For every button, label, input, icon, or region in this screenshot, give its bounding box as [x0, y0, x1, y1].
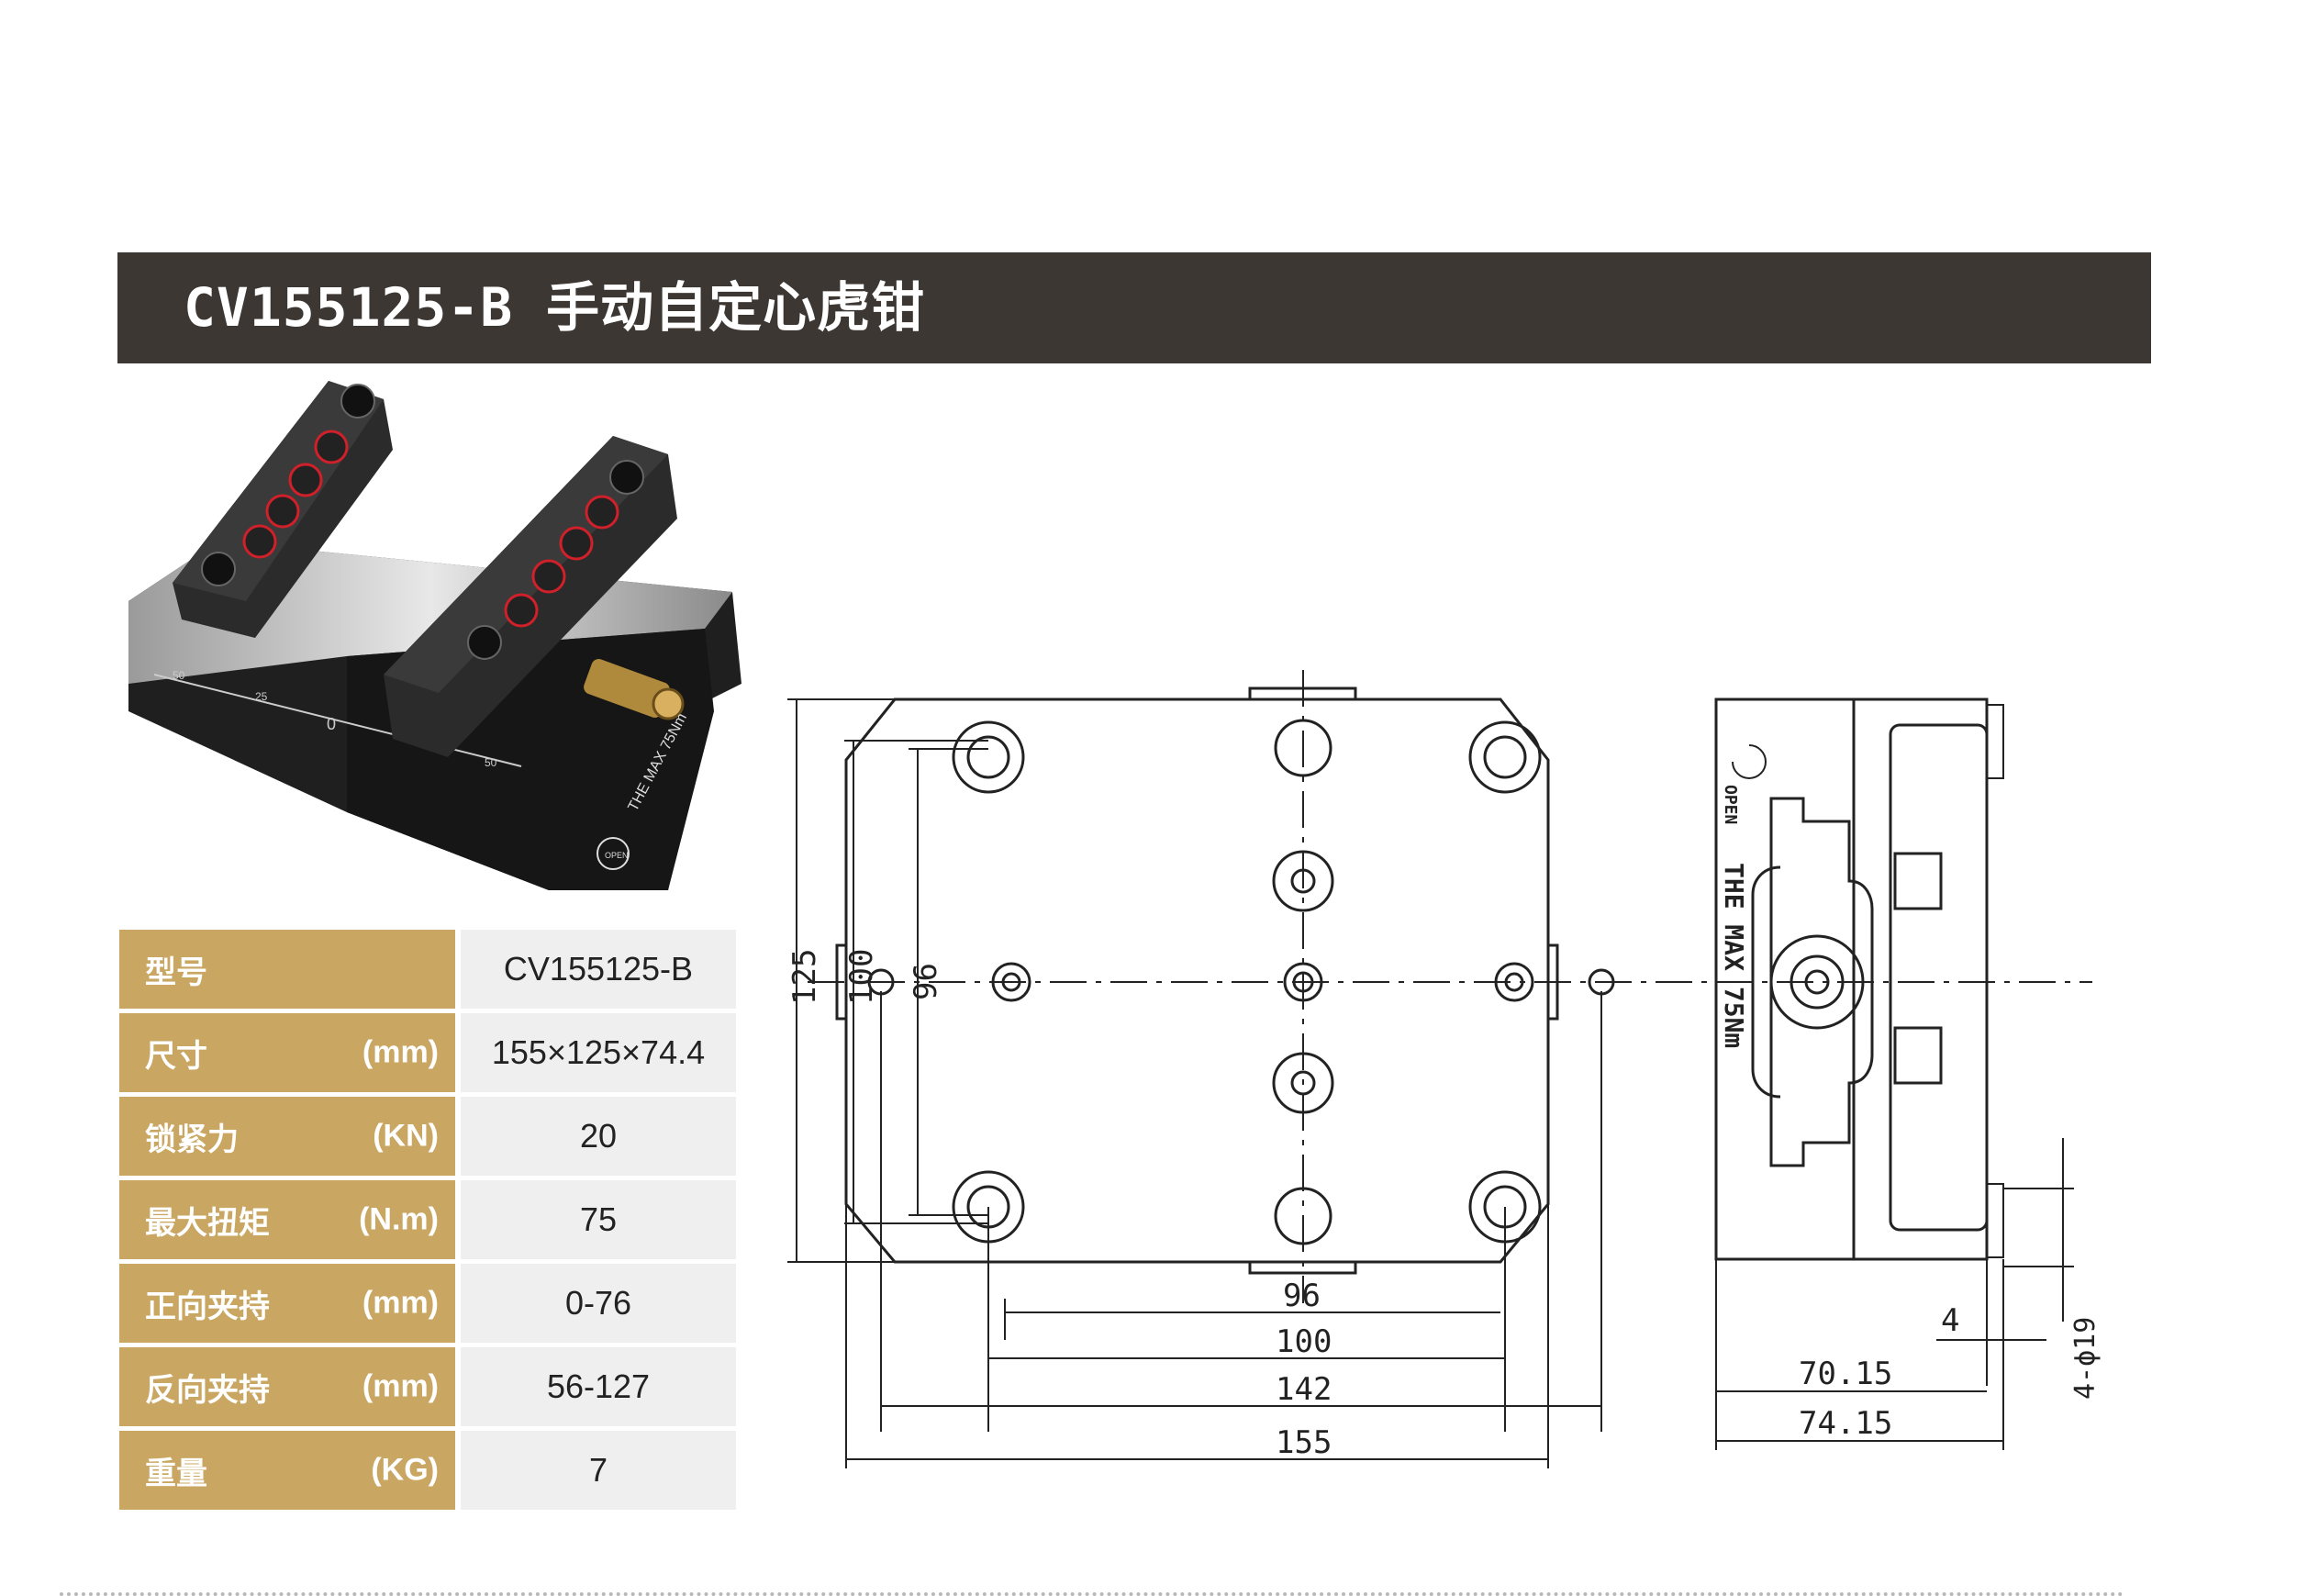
dim-label: 70.15 — [1799, 1356, 1892, 1392]
corner-holes — [952, 720, 1542, 1244]
open-mark: OPEN — [1721, 785, 1740, 824]
horizontal-dimension-lines — [845, 991, 1602, 1468]
spec-label: 重量 — [145, 1456, 207, 1491]
spec-value: 7 — [455, 1431, 736, 1510]
spec-label: 锁紧力 — [145, 1122, 239, 1157]
jaw-screws — [201, 384, 644, 660]
spec-unit: (mm) — [362, 1368, 439, 1404]
spec-label: 最大扭矩 — [145, 1205, 270, 1241]
side-dimension-lines — [1715, 1138, 2074, 1450]
spec-row: 型号 CV155125-B — [119, 930, 736, 1009]
spec-unit: (mm) — [362, 1034, 439, 1070]
spec-row: 反向夹持 (mm) 56-127 — [119, 1347, 736, 1426]
spec-value: 155×125×74.4 — [455, 1013, 736, 1092]
spec-label: 型号 — [145, 954, 207, 990]
page-title: CV155125-B 手动自定心虎钳 — [184, 276, 926, 339]
product-photo: 50 25 0 25 50 THE MAX 75Nm OPEN — [128, 381, 741, 890]
scale-tick: 50 — [485, 756, 497, 769]
dim-label: 96 — [1283, 1278, 1321, 1314]
spec-unit: (mm) — [362, 1285, 439, 1321]
brass-adjuster — [584, 659, 685, 720]
center-holes — [867, 719, 1615, 1245]
spec-row: 尺寸 (mm) 155×125×74.4 — [119, 1013, 736, 1092]
dim-label: 155 — [1276, 1424, 1332, 1461]
dim-label: 125 — [786, 949, 823, 1005]
scale-tick: 25 — [255, 690, 268, 703]
open-mark: OPEN — [605, 851, 629, 860]
engraving-text: THE MAX 75Nm — [1719, 863, 1749, 1048]
dim-label: 96 — [908, 963, 944, 1000]
spec-unit: (KN) — [373, 1118, 439, 1154]
spec-table: 型号 CV155125-B 尺寸 (mm) 155×125×74.4 锁紧力 (KN… — [119, 925, 736, 1514]
spec-unit: (N.m) — [359, 1201, 439, 1237]
top-view-outline — [844, 698, 1550, 1264]
footer-divider — [60, 1592, 2124, 1596]
spec-value: 0-76 — [455, 1264, 736, 1343]
spec-value: 56-127 — [455, 1347, 736, 1426]
spec-value: 75 — [455, 1180, 736, 1259]
vertical-dimension-lines — [787, 698, 988, 1263]
spec-row: 正向夹持 (mm) 0-76 — [119, 1264, 736, 1343]
spec-row: 最大扭矩 (N.m) 75 — [119, 1180, 736, 1259]
title-bar: CV155125-B 手动自定心虎钳 — [117, 252, 2151, 363]
scale-tick: 0 — [327, 715, 336, 733]
dim-label: 4 — [1941, 1302, 1959, 1339]
spec-value: 20 — [455, 1097, 736, 1176]
red-rings — [242, 430, 619, 628]
dim-label: 100 — [843, 949, 880, 1005]
spec-row: 重量 (KG) 7 — [119, 1431, 736, 1510]
dim-label: 142 — [1276, 1371, 1332, 1408]
spec-value: CV155125-B — [455, 930, 736, 1009]
spec-label: 正向夹持 — [145, 1289, 270, 1324]
top-view: 125 100 96 96 100 142 155 — [786, 670, 2092, 1468]
spec-row: 锁紧力 (KN) 20 — [119, 1097, 736, 1176]
dim-label: 4-ϕ19 — [2069, 1317, 2102, 1400]
side-view-slot — [1769, 797, 1874, 1167]
spec-label: 反向夹持 — [145, 1372, 270, 1408]
dim-label: 100 — [1276, 1323, 1332, 1360]
spec-unit: (KG) — [371, 1452, 439, 1488]
scale-tick: 50 — [173, 669, 185, 682]
side-view: OPEN THE MAX 75Nm 4 70.15 74.15 4-ϕ19 — [1714, 698, 2102, 1450]
dim-label: 74.15 — [1799, 1405, 1892, 1442]
technical-drawing: 125 100 96 96 100 142 155 OPEN THE M — [786, 670, 2102, 1468]
spec-label: 尺寸 — [145, 1038, 207, 1074]
